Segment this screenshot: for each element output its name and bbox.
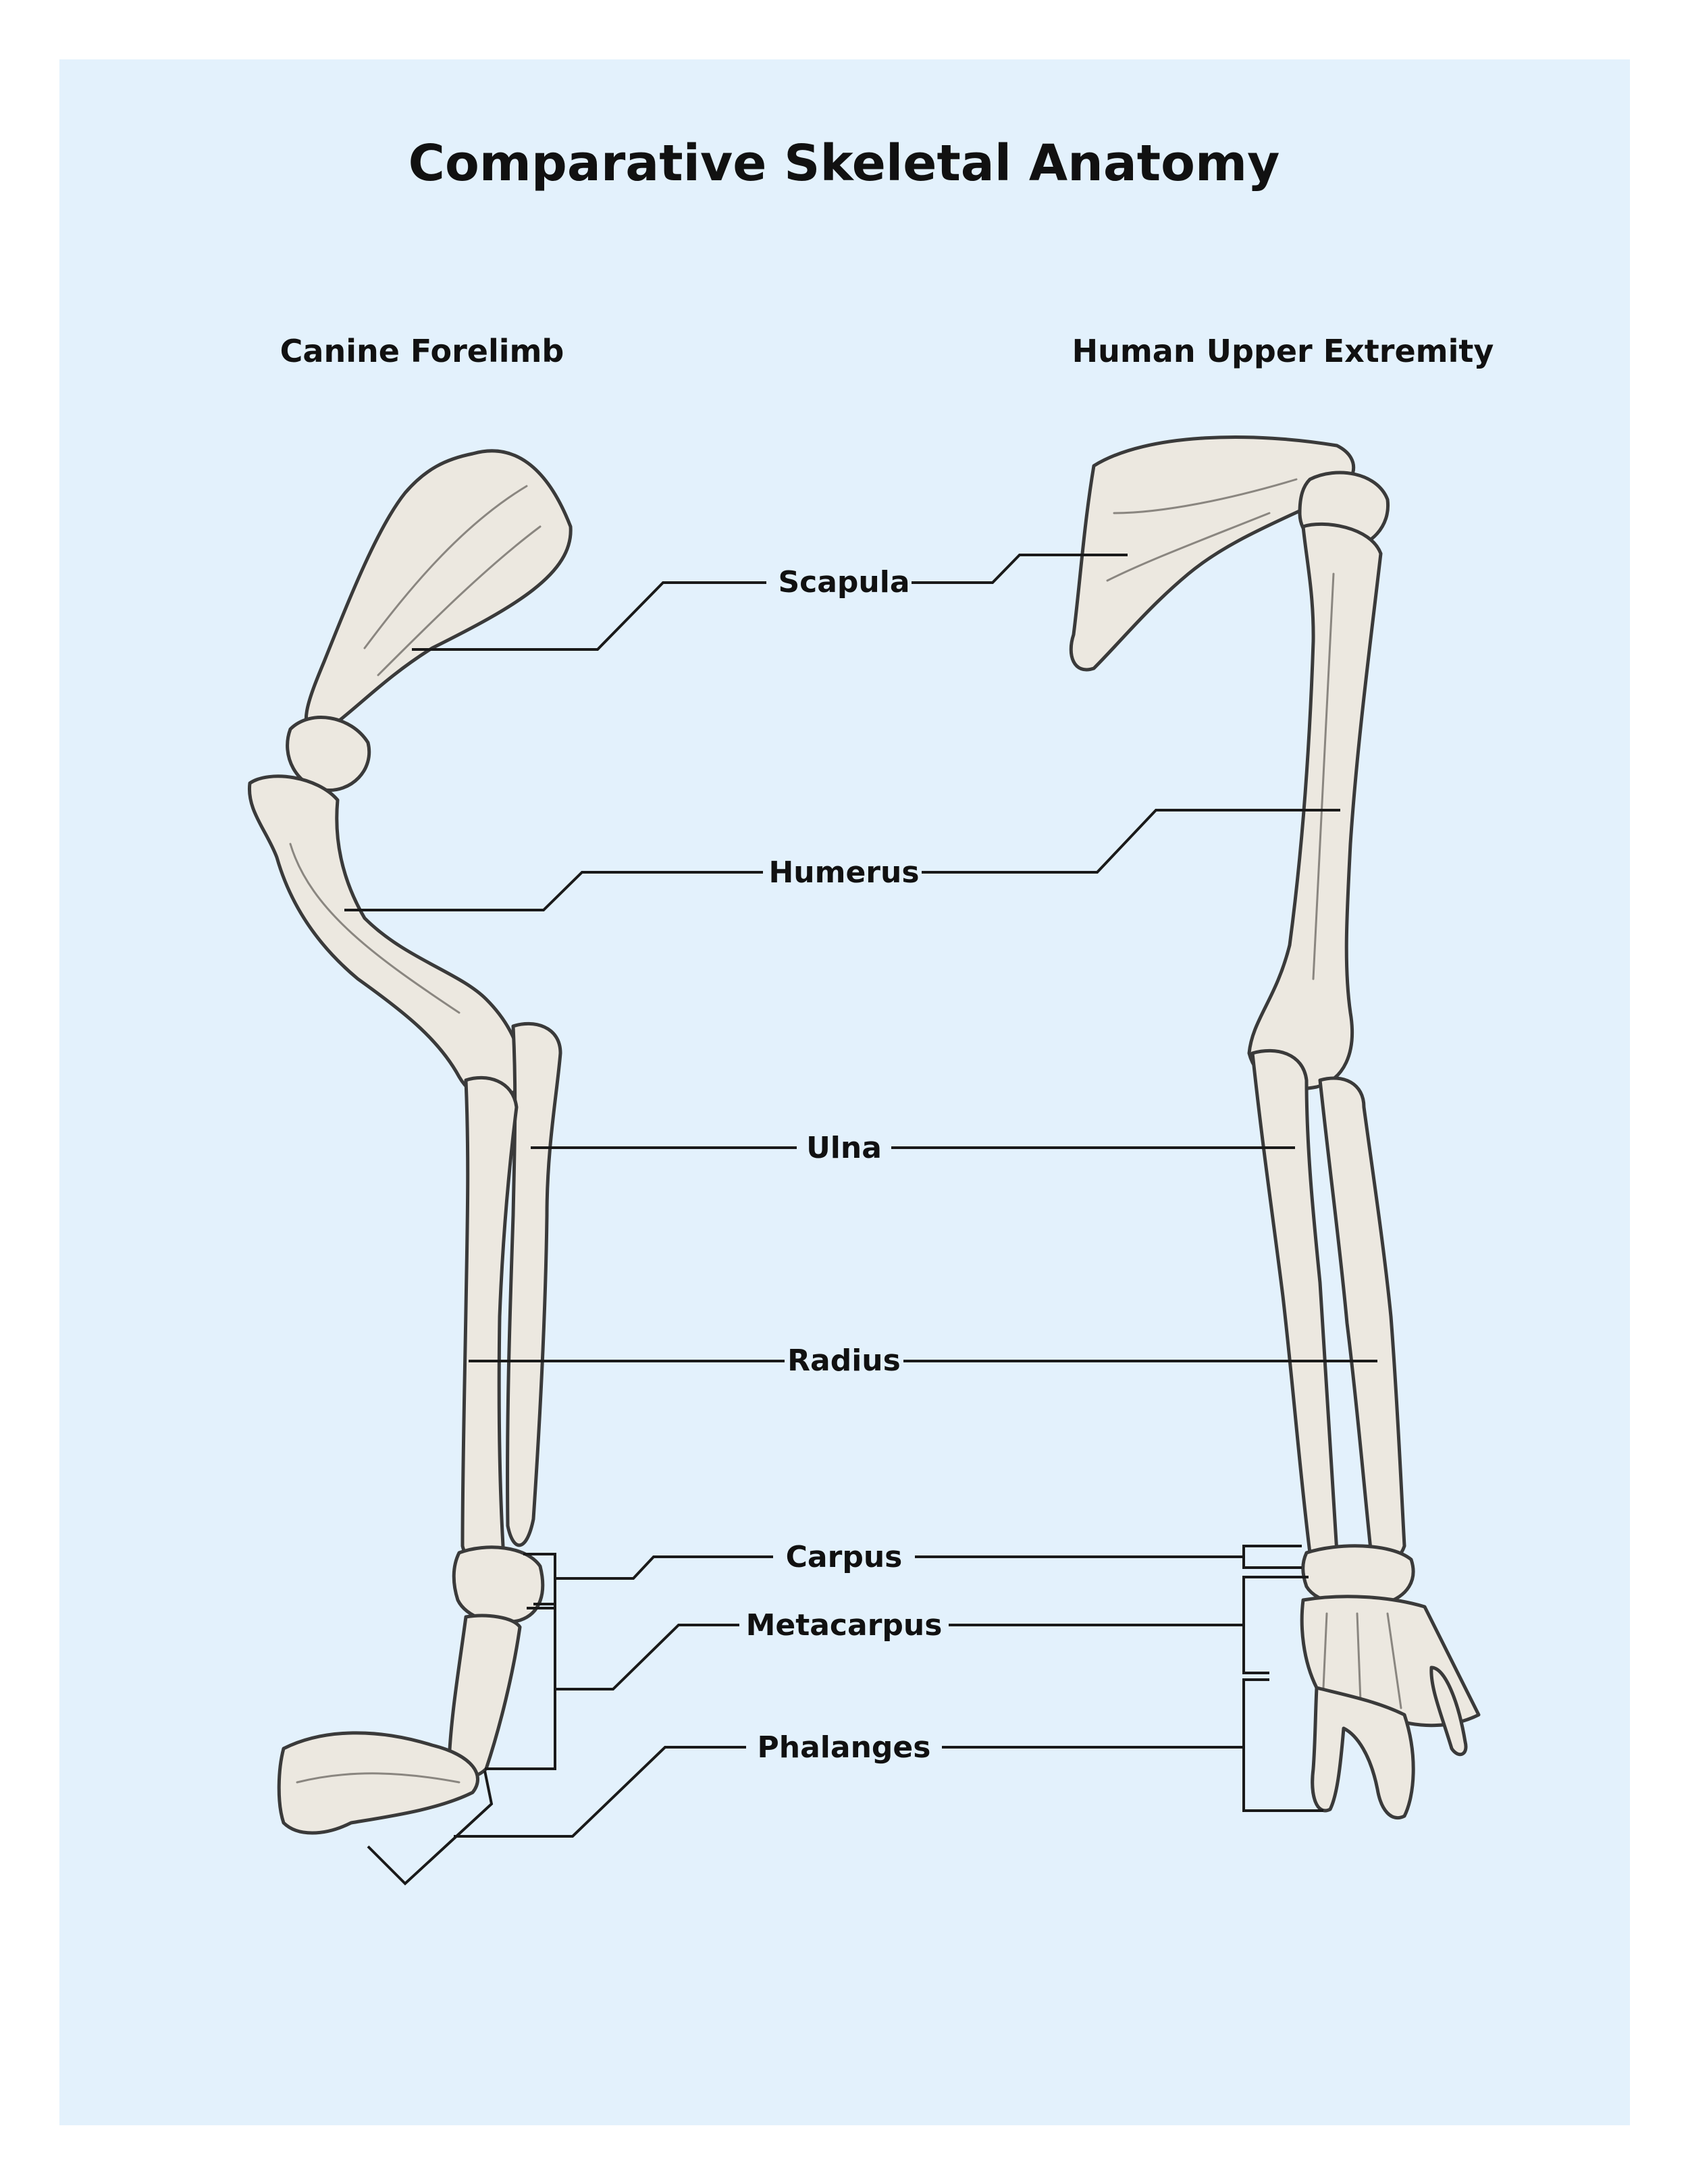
bracket-carpus-canine [523, 1553, 556, 1609]
bracket-metacarpus-human [1242, 1576, 1309, 1674]
bracket-carpus-human [1242, 1545, 1302, 1569]
bracket-phalanges-human [1242, 1678, 1323, 1812]
label-ulna: Ulna [806, 1131, 882, 1165]
canine-shoulder-joint [286, 716, 371, 792]
canine-forelimb-illustration [247, 449, 573, 1835]
human-radius [1318, 1076, 1406, 1564]
bracket-metacarpus-canine [485, 1603, 556, 1770]
leader-scapula-canine [412, 581, 766, 651]
label-phalanges: Phalanges [758, 1730, 931, 1765]
canine-carpus [452, 1545, 545, 1624]
label-radius: Radius [787, 1343, 901, 1378]
leader-metacarpus-canine [555, 1624, 739, 1690]
page-title: Comparative Skeletal Anatomy [408, 134, 1280, 192]
leader-humerus-canine [344, 871, 763, 911]
canine-radius [460, 1075, 519, 1568]
leader-carpus-canine [555, 1555, 773, 1580]
human-finger-index [1429, 1666, 1468, 1757]
label-scapula: Scapula [778, 565, 909, 600]
human-phalanges [1311, 1686, 1415, 1819]
leader-phalanges-canine [454, 1746, 746, 1838]
human-arm-illustration [1069, 435, 1481, 1819]
leader-scapula-human [912, 554, 1128, 584]
human-scapula [1069, 435, 1356, 672]
leader-humerus-human [922, 809, 1340, 874]
human-heading: Human Upper Extremity [1072, 333, 1494, 369]
leader-lines [344, 554, 1377, 1886]
canine-ulna [506, 1021, 562, 1547]
label-humerus: Humerus [768, 855, 919, 890]
canine-phalanges [277, 1731, 479, 1835]
bracket-phalanges-canine [367, 1770, 494, 1886]
human-humerus [1247, 522, 1383, 1091]
canine-heading: Canine Forelimb [280, 333, 564, 369]
label-metacarpus: Metacarpus [746, 1608, 943, 1643]
label-carpus: Carpus [786, 1540, 903, 1574]
